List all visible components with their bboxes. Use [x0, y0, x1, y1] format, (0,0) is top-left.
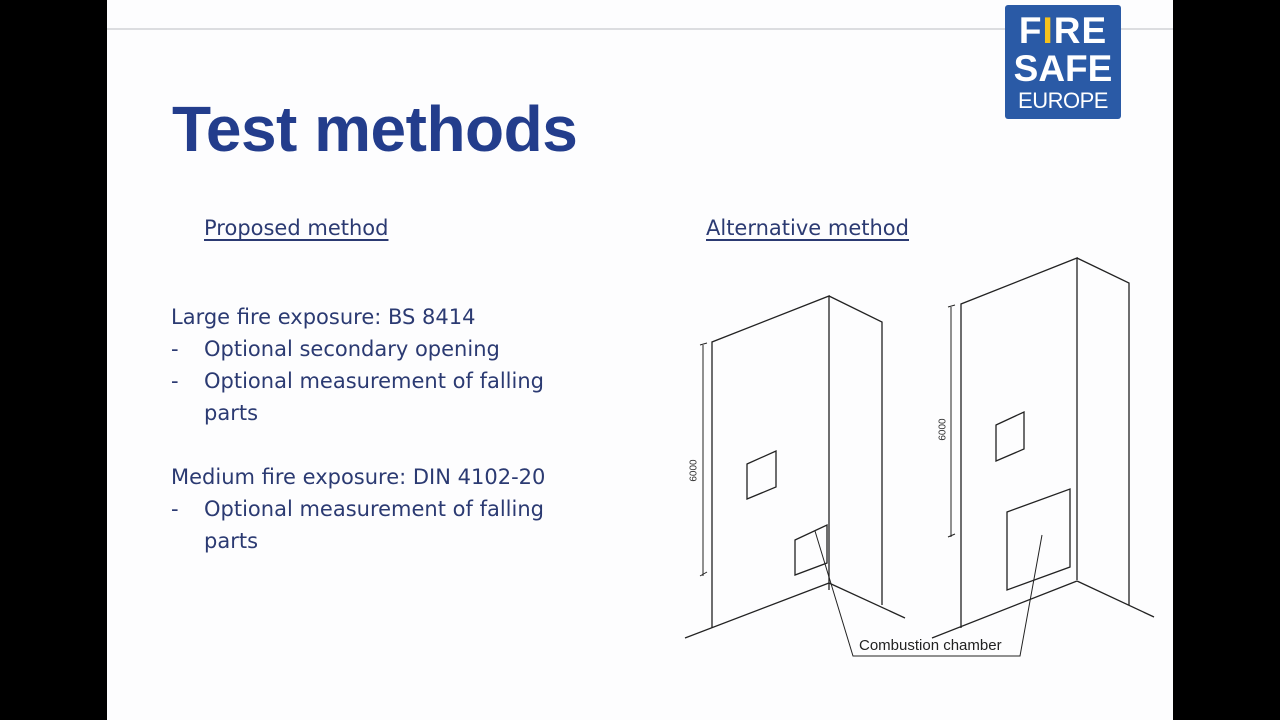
flame-icon: I [1042, 10, 1054, 51]
group-heading: Large fire exposure: BS 8414 [171, 305, 476, 329]
dash-marker: - [171, 497, 179, 521]
proposed-method-heading: Proposed method [204, 216, 389, 240]
list-item-text: Optional secondary opening [204, 337, 500, 361]
test-rig-diagram [684, 257, 1155, 657]
logo-line-fire: FIRE [1018, 10, 1108, 51]
group-heading: Medium fire exposure: DIN 4102-20 [171, 465, 546, 489]
header-divider [107, 28, 1173, 30]
alternative-method-heading: Alternative method [706, 216, 909, 240]
list-item: - Optional measurement of falling parts [171, 365, 601, 429]
logo-line-europe: EUROPE [1018, 88, 1108, 113]
combustion-chamber-callout: Combustion chamber [859, 637, 1002, 654]
dash-marker: - [171, 369, 179, 393]
logo-line-safe: SAFE [1013, 48, 1113, 89]
list-item-text: Optional measurement of falling parts [204, 369, 544, 425]
fire-safe-europe-logo: FIRE SAFE EUROPE [1005, 5, 1121, 119]
large-fire-exposure-group: Large fire exposure: BS 8414 - Optional … [171, 301, 601, 429]
medium-fire-exposure-group: Medium fire exposure: DIN 4102-20 - Opti… [171, 461, 601, 557]
slide-title: Test methods [172, 93, 578, 165]
method-list: Large fire exposure: BS 8414 - Optional … [171, 301, 601, 589]
list-item-text: Optional measurement of falling parts [204, 497, 544, 553]
presentation-slide: FIRE SAFE EUROPE Test methods Proposed m… [107, 0, 1173, 720]
list-item: - Optional secondary opening [171, 333, 601, 365]
list-item: - Optional measurement of falling parts [171, 493, 601, 557]
dash-marker: - [171, 337, 179, 361]
dimension-label-left: 6000 [688, 459, 700, 482]
dimension-label-right: 6000 [937, 418, 949, 441]
